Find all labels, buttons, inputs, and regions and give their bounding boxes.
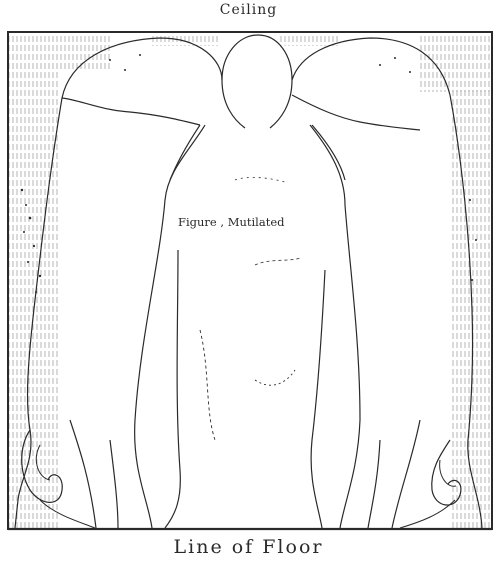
floor-label: Line of Floor — [0, 536, 497, 558]
stipple-marks — [21, 54, 477, 293]
central-figure — [135, 35, 360, 528]
figure-label: Figure , Mutilated — [178, 215, 285, 229]
